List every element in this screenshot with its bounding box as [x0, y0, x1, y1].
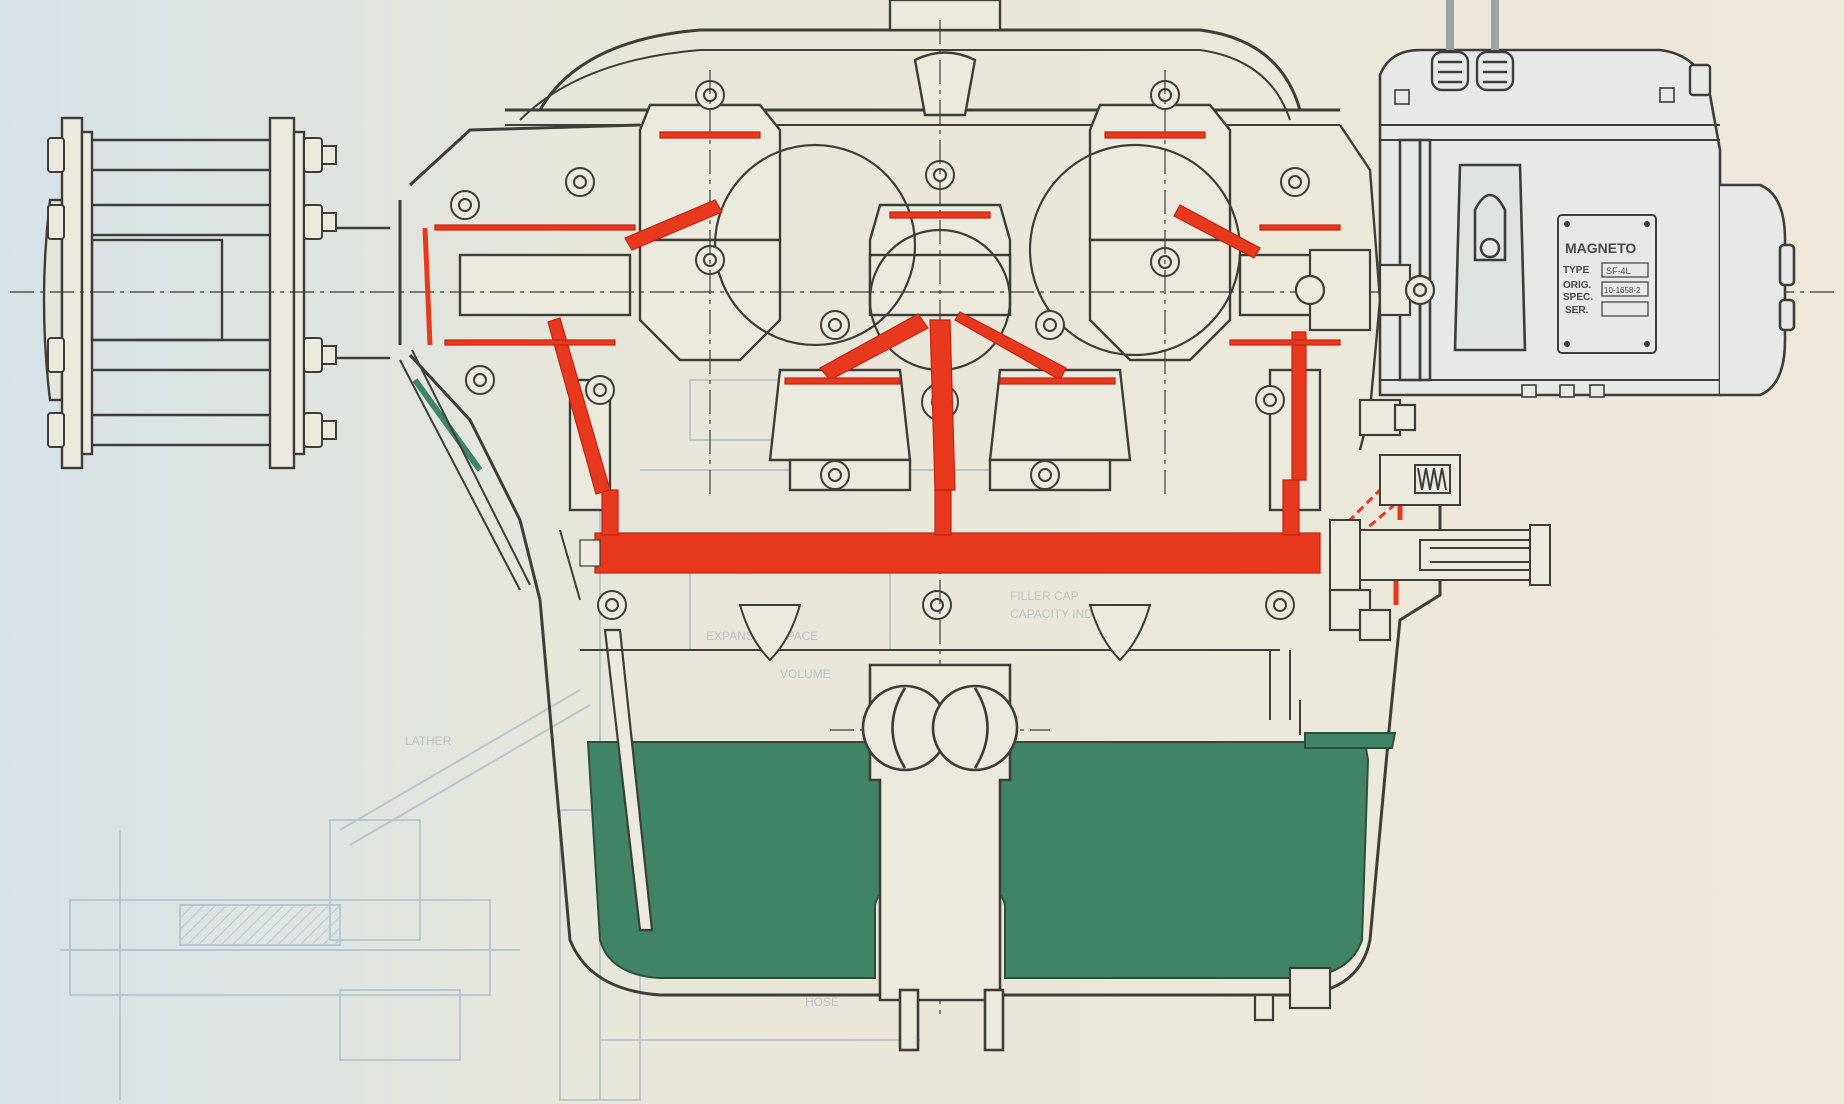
nameplate-type-value: SF-4L [1606, 266, 1631, 276]
nameplate-title: MAGNETO [1565, 240, 1636, 256]
drive-flange [42, 116, 390, 470]
oil-drop-funnels [738, 604, 1152, 662]
nameplate-ser-label: SER. [1565, 305, 1589, 316]
relief-valve [1329, 454, 1551, 621]
magneto-cable-nuts [1430, 0, 1712, 97]
magneto-drive [1253, 248, 1436, 1022]
nameplate-orig-label: ORIG. [1563, 280, 1592, 291]
nameplate-spec-label: SPEC. [1563, 292, 1593, 303]
flange-bolts [47, 137, 337, 448]
ghost-label-filler: FILLER CAP [1010, 589, 1079, 603]
oil-pump-housing [861, 663, 1019, 1052]
left-oil-lines [399, 349, 581, 601]
ghost-label-lather: LATHER [405, 734, 452, 748]
sump-return-pocket [1304, 732, 1397, 749]
top-breather [888, 0, 1002, 117]
ghost-label-hose: HOSE [805, 995, 839, 1009]
nameplate-type-label: TYPE [1563, 265, 1589, 276]
oil-gallery-icon [422, 131, 1412, 605]
magneto-screws [1394, 87, 1675, 398]
nameplate-spec-value: 10-1658-2 [1604, 286, 1641, 295]
magneto-nameplate: MAGNETO TYPE SF-4L ORIG. SPEC. 10-1658-2… [1557, 214, 1657, 354]
dipstick [603, 628, 654, 932]
ghost-label-volume: VOLUME [780, 667, 831, 681]
dipstick-green-stripe [412, 378, 483, 472]
sump-baffles [580, 649, 1301, 735]
